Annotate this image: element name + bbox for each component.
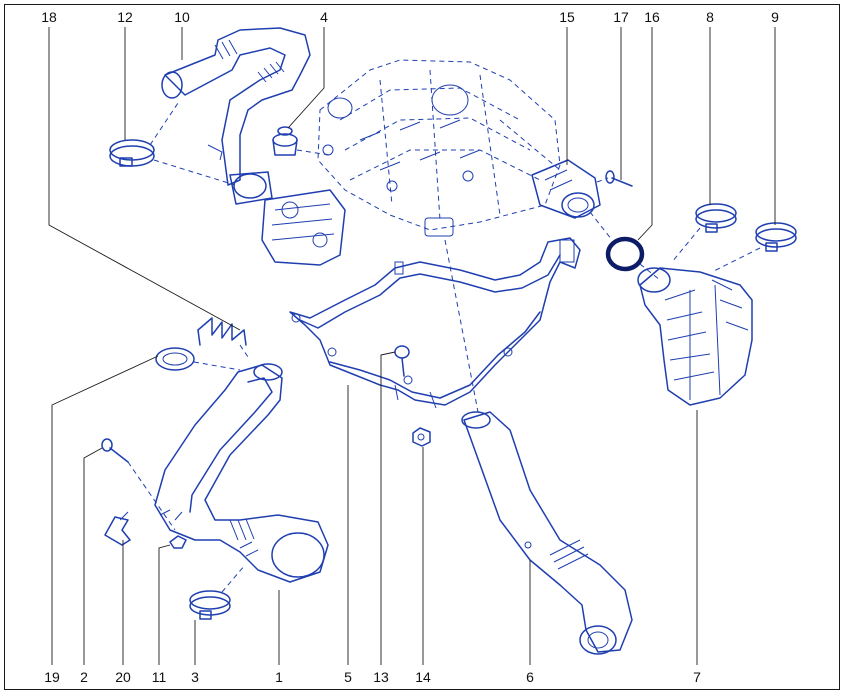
diagram-frame <box>4 4 840 690</box>
label-8: 8 <box>706 9 714 25</box>
bottom-labels: 19 2 20 11 3 1 5 13 14 6 7 <box>44 669 701 685</box>
dash-19-1 <box>193 361 241 371</box>
engine-block <box>317 59 561 237</box>
dash-8-7 <box>671 227 701 263</box>
dash-engine-15 <box>499 119 561 171</box>
leader-lines <box>48 27 776 665</box>
dash-9-7 <box>711 247 761 273</box>
part-7-corrugated-hose <box>637 267 753 406</box>
dash-4-engine <box>296 149 331 156</box>
part-2-bolt <box>101 438 129 463</box>
part-8-hose-clamp <box>695 203 737 233</box>
label-12: 12 <box>117 9 133 25</box>
part-15-airflow-meter <box>531 159 601 219</box>
label-11: 11 <box>152 669 167 685</box>
label-3: 3 <box>191 669 199 685</box>
part-14-nut <box>412 427 431 447</box>
dash-2-1 <box>127 461 176 531</box>
dash-17-15 <box>596 177 609 183</box>
part-5-support-bracket <box>289 237 581 409</box>
label-7: 7 <box>693 669 701 685</box>
label-2: 2 <box>80 669 88 685</box>
part-16-o-ring <box>605 236 645 272</box>
top-labels: 18 12 10 4 15 17 16 8 9 <box>41 9 779 25</box>
part-12-hose-clamp <box>109 139 155 167</box>
label-20: 20 <box>115 669 131 685</box>
label-19: 19 <box>44 669 60 685</box>
part-9-hose-clamp <box>755 222 797 252</box>
label-6: 6 <box>526 669 534 685</box>
label-14: 14 <box>415 669 431 685</box>
label-10: 10 <box>174 9 190 25</box>
part-20-bracket <box>104 511 131 546</box>
part-6-lower-hose <box>461 411 633 655</box>
label-13: 13 <box>373 669 389 685</box>
part-13-bolt <box>394 345 410 377</box>
part-4-grommet <box>272 126 298 156</box>
dash-12-valve <box>153 159 236 186</box>
part-3-hose-clamp <box>189 590 231 620</box>
part-17-screw <box>605 170 633 187</box>
dash-16-7 <box>639 263 661 281</box>
dash-engine-6 <box>444 239 479 413</box>
throttle-body <box>261 189 346 266</box>
dash-3-1 <box>221 564 246 593</box>
label-5: 5 <box>344 669 352 685</box>
part-10-upper-hose <box>161 27 311 205</box>
label-4: 4 <box>320 9 328 25</box>
part-1-air-duct <box>154 363 329 583</box>
part-11-clip <box>169 535 187 549</box>
dash-18-1 <box>239 344 251 361</box>
dash-12-10 <box>149 99 181 146</box>
part-19-seal-ring <box>155 347 195 371</box>
part-18-wire-clip <box>197 317 247 346</box>
label-9: 9 <box>771 9 779 25</box>
label-17: 17 <box>613 9 629 25</box>
dash-15-16 <box>589 211 613 241</box>
label-16: 16 <box>644 9 660 25</box>
label-1: 1 <box>275 669 283 685</box>
label-15: 15 <box>559 9 575 25</box>
label-18: 18 <box>41 9 57 25</box>
